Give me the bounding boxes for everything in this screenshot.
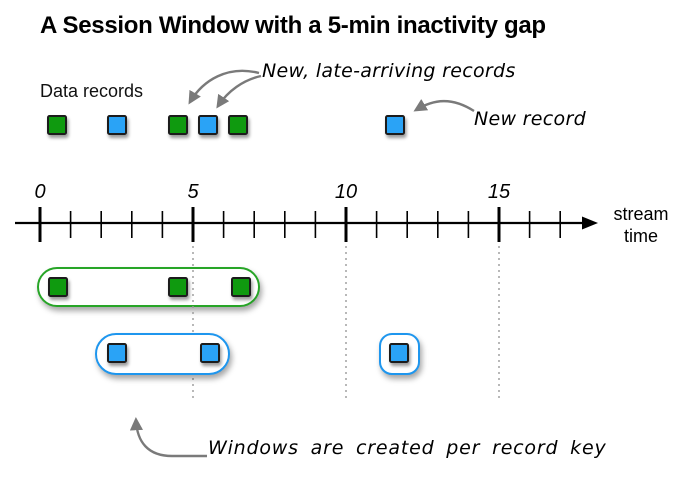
data-record-blue bbox=[389, 343, 409, 363]
late-records-arrow-right-icon bbox=[216, 74, 262, 109]
tick-label-10: 10 bbox=[334, 181, 358, 203]
data-records-label: Data records bbox=[40, 81, 144, 101]
data-record-blue bbox=[385, 115, 405, 135]
data-record-green bbox=[168, 277, 188, 297]
new-record-arrow-icon bbox=[413, 99, 475, 113]
green-session-window bbox=[37, 267, 260, 307]
stream-time-axis-label-line2: time bbox=[623, 226, 658, 246]
windows-note-annotation: Windows are created per record key bbox=[208, 437, 607, 459]
late-records-annotation: New, late-arriving records bbox=[262, 60, 516, 82]
tick-label-15: 15 bbox=[487, 181, 511, 203]
data-record-green bbox=[231, 277, 251, 297]
windows-note-arrow-icon bbox=[129, 417, 207, 458]
stream-time-axis-label-line1: stream bbox=[613, 204, 669, 224]
page-title: A Session Window with a 5-min inactivity… bbox=[40, 12, 546, 39]
data-record-green bbox=[48, 277, 68, 297]
tick-label-5: 5 bbox=[187, 181, 199, 203]
data-record-blue bbox=[198, 115, 218, 135]
data-record-green bbox=[168, 115, 188, 135]
timeline-ticks bbox=[38, 207, 562, 242]
data-record-blue bbox=[107, 343, 127, 363]
data-record-blue bbox=[107, 115, 127, 135]
data-record-blue bbox=[200, 343, 220, 363]
tick-label-0: 0 bbox=[34, 181, 46, 203]
stream-time-axis-label: stream time bbox=[604, 203, 678, 247]
timeline-arrowhead-icon bbox=[582, 216, 598, 230]
data-record-green bbox=[47, 115, 67, 135]
data-record-green bbox=[228, 115, 248, 135]
dotted-gridlines bbox=[192, 246, 500, 398]
new-record-annotation: New record bbox=[474, 108, 586, 130]
late-records-arrow-left-icon bbox=[188, 69, 260, 105]
